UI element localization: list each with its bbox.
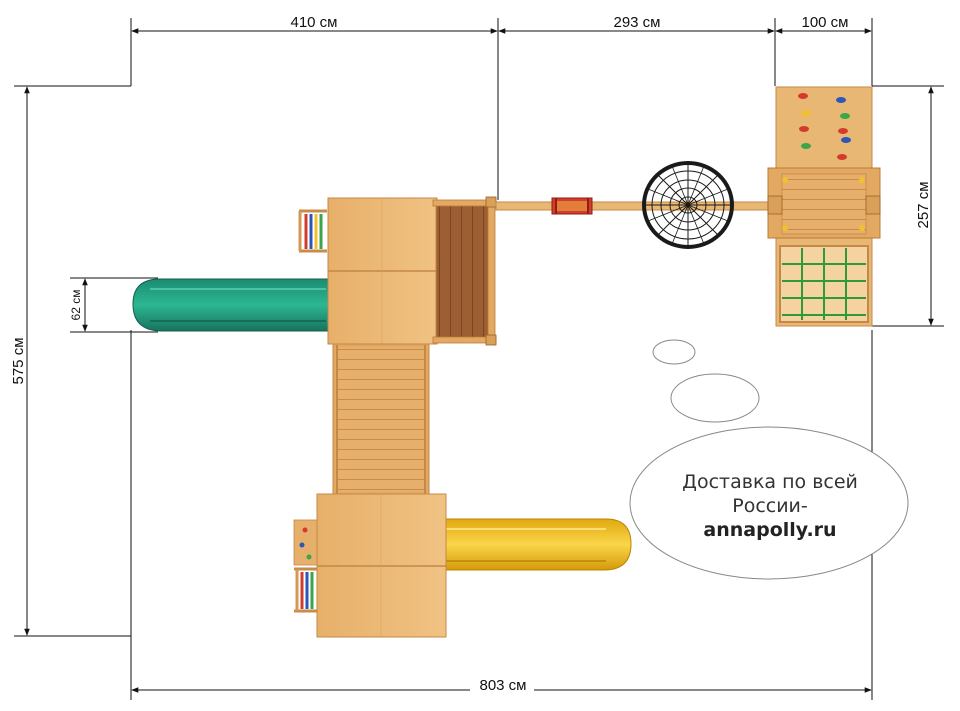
upper-ladder <box>298 209 327 253</box>
promo-line-1: Доставка по всей <box>682 471 858 493</box>
rope-net <box>779 245 869 323</box>
bubble-dot-medium <box>670 373 760 423</box>
promo-bubble: Доставка по всей России- annapolly.ru <box>629 339 909 580</box>
bubble-dot-small <box>652 339 696 365</box>
swing-beam <box>495 161 782 249</box>
dim-label-top-right: 100 см <box>801 14 848 31</box>
bubble-main <box>629 426 909 580</box>
dim-label-bottom-total: 803 см <box>479 677 526 694</box>
bridge <box>332 343 430 495</box>
lower-tower <box>293 493 447 638</box>
climbing-holds <box>798 93 851 160</box>
dim-label-right-height: 257 см <box>915 181 932 228</box>
promo-website-link[interactable]: annapolly.ru <box>703 519 836 541</box>
upper-tower <box>298 196 497 346</box>
dim-label-top-middle: 293 см <box>613 14 660 31</box>
promo-line-2: России- <box>732 495 808 517</box>
yellow-slide <box>443 518 632 571</box>
nest-swing <box>642 161 734 249</box>
dim-label-top-left: 410 см <box>290 14 337 31</box>
green-slide <box>132 278 329 332</box>
dim-label-left-height: 575 см <box>10 337 27 384</box>
swing-seat <box>551 197 593 215</box>
climbing-frame <box>767 86 881 327</box>
dim-label-slide-width: 62 см <box>69 290 83 321</box>
lower-ladder <box>294 567 317 613</box>
